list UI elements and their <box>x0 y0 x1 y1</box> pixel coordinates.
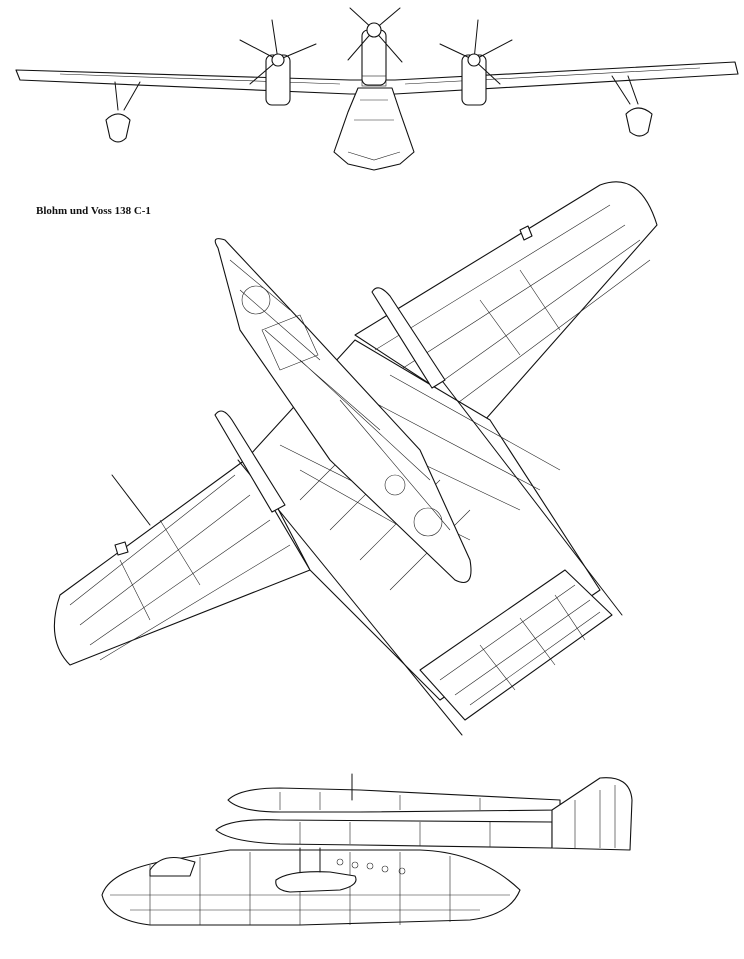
plan-view <box>53 181 658 736</box>
float-left <box>114 541 129 556</box>
side-upper-boom <box>227 787 561 813</box>
left-float <box>105 81 141 143</box>
drawing-caption: Blohm und Voss 138 C-1 <box>36 205 151 217</box>
side-view <box>101 773 633 926</box>
tailplane <box>419 569 613 721</box>
center-engine <box>347 7 403 86</box>
side-float <box>275 871 357 893</box>
right-engine <box>439 19 513 106</box>
front-hull <box>333 75 415 171</box>
left-engine <box>239 19 317 106</box>
left-wing <box>53 459 311 666</box>
float-right <box>519 225 533 241</box>
nacelle-right <box>371 287 446 389</box>
front-view <box>15 7 739 171</box>
nacelle-left <box>214 410 286 513</box>
side-lower-boom <box>215 819 553 849</box>
right-float <box>611 75 653 137</box>
antenna <box>111 474 151 526</box>
tail-fin <box>551 777 633 851</box>
cockpit <box>149 856 196 877</box>
